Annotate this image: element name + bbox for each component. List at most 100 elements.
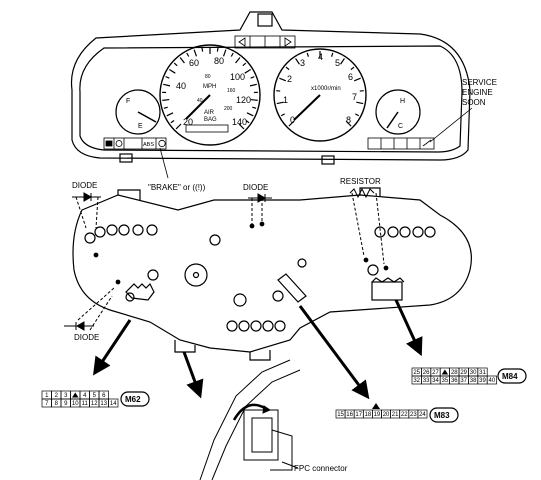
- airbag-line2: BAG: [204, 117, 217, 123]
- dial-tick: [163, 106, 168, 109]
- dial-tick: [173, 62, 178, 67]
- temp-cold-label: C: [398, 123, 403, 130]
- airbag-line1: AIR: [204, 110, 215, 116]
- temperature-gauge: H C: [375, 89, 421, 135]
- tacho-tick-2: 2: [287, 74, 292, 84]
- connector-pin-number: 23: [410, 412, 417, 418]
- dial-tick: [201, 47, 204, 52]
- speedo-tick-80: 80: [214, 56, 224, 66]
- connector-m83-tag: M83: [429, 407, 459, 423]
- dial-tick: [165, 76, 170, 79]
- dial-tick: [235, 57, 241, 64]
- speedo-tick-100: 100: [230, 72, 245, 82]
- odometer-display: [185, 124, 229, 133]
- connector-pin-number: 37: [460, 378, 467, 384]
- speedo-tick-40: 40: [176, 81, 186, 91]
- dial-tick: [288, 120, 295, 127]
- connector-pin-number: 22: [401, 412, 408, 418]
- dial-tick: [276, 101, 284, 105]
- dial-tick: [353, 77, 361, 82]
- connector-pin-number: 32: [413, 378, 420, 384]
- connector-pin-number: 36: [451, 378, 458, 384]
- dial-tick: [331, 52, 334, 57]
- connector-m62-tag: M62: [120, 391, 150, 407]
- fpc-connector-inset: [199, 359, 301, 480]
- speedo-tick-140: 140: [232, 117, 247, 127]
- connector-pin-number: 29: [460, 370, 467, 376]
- brake-label: "BRAKE" or ((!)): [148, 183, 206, 192]
- resistor-label: RESISTOR: [340, 177, 381, 186]
- dial-tick: [354, 113, 360, 117]
- service-engine-lamp-icon: [422, 139, 432, 147]
- speedo-tick-120: 120: [236, 95, 251, 105]
- dial-tick: [306, 52, 309, 57]
- brake-warning-icon: [158, 139, 166, 148]
- connector-pin-number: 33: [423, 378, 430, 384]
- connector-pin-number: 1: [45, 393, 49, 399]
- turn-right-icon: [284, 37, 292, 47]
- connector-pin-number: 5: [93, 393, 97, 399]
- connector-pin-number: 15: [337, 412, 344, 418]
- connector-m62-name: M62: [125, 395, 141, 404]
- connector-m83-name: M83: [434, 411, 450, 420]
- tacho-tick-1: 1: [283, 95, 288, 105]
- connector-cavity: [486, 375, 497, 385]
- tacho-tick-3: 3: [300, 58, 305, 68]
- dial-tick: [163, 83, 171, 87]
- dial-tick: [162, 98, 170, 101]
- resistor-symbol: [349, 187, 385, 265]
- speedo-unit: MPH: [203, 84, 216, 90]
- speedo-tick-20: 20: [183, 117, 193, 127]
- dial-tick: [350, 66, 355, 71]
- top-indicator-strip: [234, 35, 296, 49]
- connector-key-icon: [72, 392, 79, 398]
- dial-tick: [169, 68, 176, 74]
- speedo-kmh-160: 160: [227, 88, 236, 94]
- connector-pin-number: 8: [55, 401, 59, 407]
- fuel-full-label: F: [126, 98, 130, 105]
- connector-cavity: [417, 409, 428, 419]
- turn-left-icon: [238, 37, 246, 47]
- dial-tick: [356, 101, 364, 105]
- dial-tick: [250, 76, 255, 79]
- connector-m84-tag: M84: [497, 368, 527, 384]
- connector-pin-number: 27: [432, 370, 439, 376]
- connector-pin-number: 14: [110, 401, 117, 407]
- connector-pin-number: 25: [413, 370, 420, 376]
- connector-pin-number: 3: [64, 393, 68, 399]
- meter-housing: [70, 11, 471, 165]
- speedo-kmh-80: 80: [205, 74, 211, 80]
- dial-tick: [252, 106, 257, 109]
- service-engine-leader: [429, 107, 473, 143]
- speedo-kmh-200: 200: [224, 106, 233, 112]
- diode-left-top-label: DIODE: [72, 181, 97, 190]
- connector-m84-name: M84: [502, 372, 518, 381]
- dial-tick: [279, 77, 287, 82]
- dial-tick: [170, 119, 175, 124]
- dial-tick: [250, 98, 258, 101]
- tacho-tick-7: 7: [352, 92, 357, 102]
- tacho-tick-0: 0: [290, 115, 295, 125]
- temp-hot-label: H: [400, 98, 405, 105]
- dial-tick: [179, 57, 185, 64]
- fuel-empty-label: E: [138, 123, 143, 130]
- dial-tick: [245, 119, 250, 124]
- dial-tick: [238, 123, 245, 130]
- dial-tick: [345, 120, 352, 127]
- diode-left-bottom-label: DIODE: [74, 333, 99, 342]
- tacho-tick-6: 6: [348, 72, 353, 82]
- connector-pin-number: 4: [83, 393, 87, 399]
- connector-pin-number: 38: [470, 378, 477, 384]
- dial-tick: [216, 47, 219, 52]
- dial-tick: [295, 58, 300, 65]
- connector-pin-number: 20: [383, 412, 390, 418]
- dial-tick: [166, 112, 174, 117]
- connector-pin-number: 17: [355, 412, 362, 418]
- diode-center-symbol: [248, 193, 272, 224]
- dial-tick: [193, 49, 198, 57]
- dial-tick: [222, 49, 227, 57]
